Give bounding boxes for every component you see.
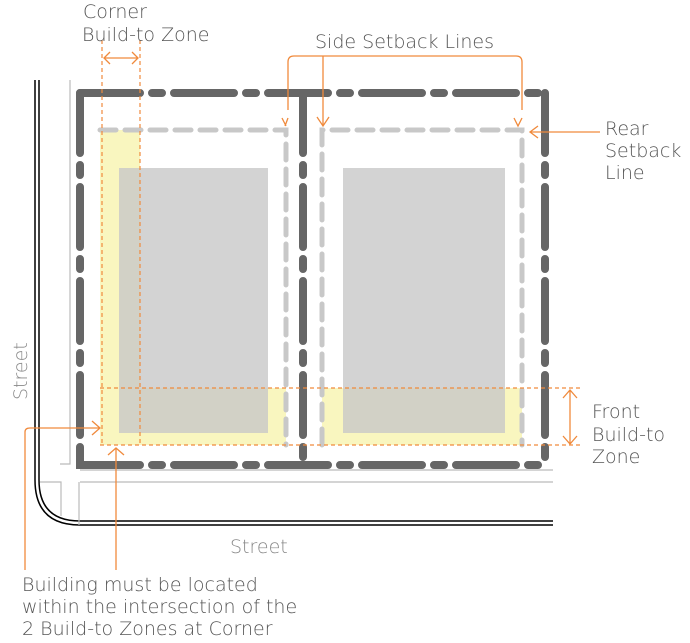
building-interior-lot (343, 168, 505, 433)
note-line3: 2 Build-to Zones at Corner (22, 618, 273, 640)
street-edges (34, 80, 553, 526)
label-front-zone-line1: Front (592, 401, 640, 423)
annotation-arrows (24, 51, 600, 570)
note-line2: within the intersection of the (22, 596, 297, 618)
label-front-zone-line2: Build-to (592, 424, 665, 446)
label-street-bottom: Street (230, 536, 288, 558)
label-street-left: Street (10, 342, 32, 400)
label-corner-zone-line2: Build-to Zone (82, 24, 209, 46)
label-side-setback: Side Setback Lines (315, 31, 494, 53)
setback-lines (97, 127, 525, 448)
label-front-zone-line3: Zone (592, 446, 640, 468)
building-corner-lot (119, 168, 268, 433)
label-rear-setback-line3: Line (605, 162, 645, 184)
note-line1: Building must be located (22, 574, 258, 596)
label-rear-setback-line2: Setback (605, 140, 681, 162)
buildings (119, 168, 505, 433)
label-corner-zone-line1: Corner (83, 1, 147, 23)
lot-lines (76, 89, 549, 469)
build-to-zone-boundaries (100, 40, 580, 446)
label-rear-setback-line1: Rear (605, 118, 649, 140)
